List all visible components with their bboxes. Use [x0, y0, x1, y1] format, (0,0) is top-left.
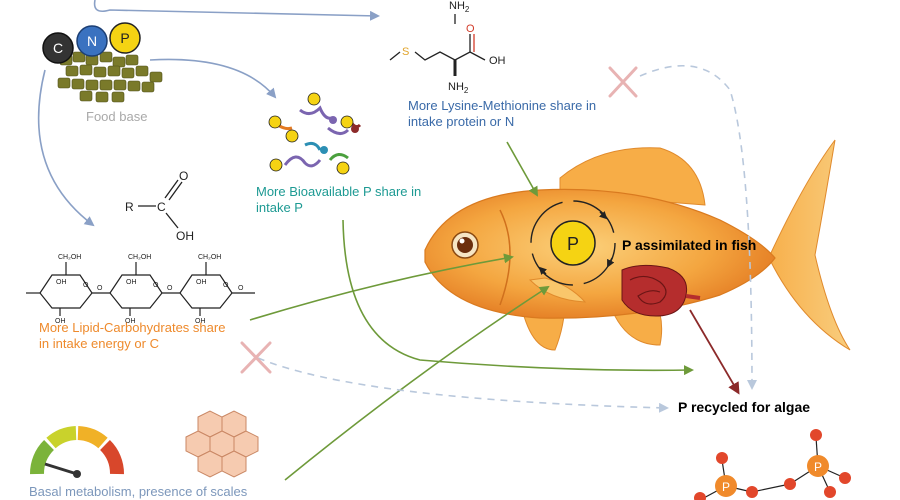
c-label: C: [53, 40, 63, 56]
r-label: R: [125, 200, 134, 214]
n-label: N: [87, 33, 97, 49]
arrow-lysine-to-fish: [506, 141, 538, 197]
p-circle: P: [109, 22, 141, 54]
p-center-label: P: [567, 234, 579, 254]
food-pellets: [57, 51, 163, 103]
p-cycle: P: [530, 200, 616, 286]
arrow-basal-to-fish: [284, 285, 550, 481]
o-ring-3: O: [223, 282, 229, 289]
c-carbon-label: C: [157, 200, 166, 214]
lipid-carbohydrates-label: More Lipid-Carbohydrates share in intake…: [39, 320, 226, 351]
o-link-2: O: [167, 285, 173, 292]
o-ring-2: O: [153, 282, 159, 289]
sugar-chain-structure: [26, 262, 255, 316]
phosphate-p-1: P: [722, 480, 730, 494]
p-recycled-label: P recycled for algae: [678, 399, 811, 415]
p-cycle-ring: [530, 200, 616, 286]
sulfur-label: S: [402, 46, 409, 58]
lysine-methionine-label: More Lysine-Methionine share in intake p…: [408, 98, 597, 129]
blue-arrows: [37, 0, 380, 227]
metabolism-gauge-icon: [30, 426, 124, 478]
fish-tail: [769, 139, 851, 351]
nh2-bottom: NH2: [448, 81, 469, 95]
carboxyl-structure: R C O OH: [125, 169, 194, 243]
arrow-lysine-dashed: [639, 65, 757, 390]
arrow-lipid-dashed: [257, 357, 669, 413]
oh-ring-3b: OH: [195, 318, 206, 325]
ch2oh-2: CH₂OH: [128, 254, 151, 261]
p-assimilated-label: P assimilated in fish: [622, 237, 757, 253]
cross-icon-lysine: [608, 66, 638, 98]
arrow-lipid-to-fish: [249, 253, 514, 321]
phosphate-p-2: P: [814, 460, 822, 474]
oh-carboxyl-label: OH: [176, 229, 194, 243]
fish-body: [424, 188, 776, 319]
methionine-labels: NH2 S O OH NH2: [402, 0, 506, 95]
arrow-gut-to-recycled: [689, 309, 740, 395]
oxygen-label: O: [466, 23, 475, 35]
cross-icon-lipid: [240, 341, 272, 374]
p-center-circle: [550, 220, 596, 266]
fish-eye-icon: [451, 231, 479, 259]
food-base-label: Food base: [86, 109, 148, 124]
dashed-arrows: [257, 65, 757, 413]
arrow-to-lipid: [37, 69, 95, 227]
sugar-chain-labels: CH₂OH CH₂OH CH₂OH OH OH OH OH OH OH O O …: [55, 254, 244, 325]
oh-ring-1b: OH: [55, 318, 66, 325]
c-circle: C: [42, 32, 74, 64]
ch2oh-3: CH₂OH: [198, 254, 221, 261]
fish-gut-icon: [621, 264, 701, 317]
basal-metabolism-label: Basal metabolism, presence of scales: [29, 484, 248, 499]
phosphate-molecules: P P: [694, 429, 851, 500]
o-link-3: O: [238, 285, 244, 292]
methionine-structure: [389, 14, 486, 76]
oh-ring-2a: OH: [126, 279, 137, 286]
food-base-icon: C N P: [42, 22, 163, 103]
n-circle: N: [76, 25, 108, 57]
o-carbonyl-label: O: [179, 169, 188, 183]
oh-ring-1a: OH: [56, 279, 67, 286]
arrow-to-lysine: [93, 0, 380, 21]
green-arrows: [249, 141, 694, 481]
oh-ring-2b: OH: [125, 318, 136, 325]
oh-label: OH: [489, 55, 506, 67]
ch2oh-1: CH₂OH: [58, 254, 81, 261]
arrow-to-bioavailable-p: [149, 58, 277, 99]
o-link-1: O: [97, 285, 103, 292]
bioavailable-p-icon: [268, 92, 362, 175]
nh2-top: NH2: [449, 0, 470, 14]
scales-icon: [185, 410, 259, 478]
o-ring-1: O: [83, 282, 89, 289]
fish-illustration: [424, 139, 851, 351]
p-label: P: [120, 30, 129, 46]
oh-ring-3a: OH: [196, 279, 207, 286]
bioavailable-p-label: More Bioavailable P share in intake P: [256, 184, 422, 215]
